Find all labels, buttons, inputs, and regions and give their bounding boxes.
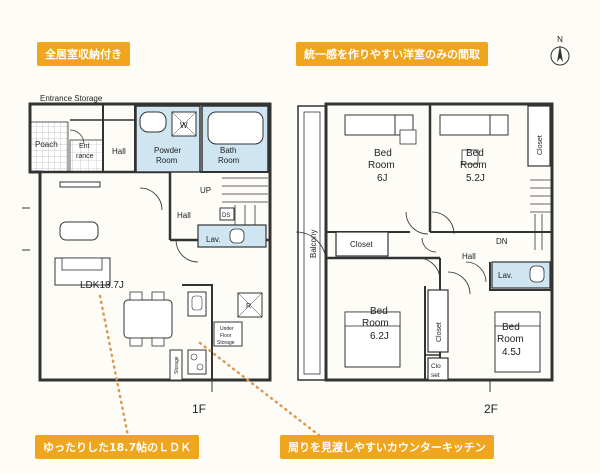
room-label-ufs-1: Under bbox=[220, 326, 234, 332]
room-label-entrance-2: rance bbox=[76, 153, 94, 160]
bed4-label-2: Room bbox=[497, 334, 524, 345]
closet-left-label: Closet bbox=[350, 240, 373, 249]
bed3-label-1: Bed bbox=[370, 306, 388, 317]
stairs-down-label: DN bbox=[496, 237, 508, 246]
room-label-ufs-2: Floor bbox=[220, 333, 232, 339]
closet-top-label: Closet bbox=[537, 135, 544, 155]
room-label-ldk: LDK18.7J bbox=[80, 280, 124, 291]
bed4-label-1: Bed bbox=[502, 322, 520, 333]
svg-text:N: N bbox=[557, 35, 563, 44]
room-label-entrance-storage: Entrance Storage bbox=[40, 94, 103, 103]
bed1-label-3: 6J bbox=[377, 173, 388, 184]
room-label-powder-2: Room bbox=[156, 156, 178, 165]
bed2-label-2: Room bbox=[460, 160, 487, 171]
closet-bot-label-1: Clo bbox=[431, 363, 441, 370]
bed1-label-2: Room bbox=[368, 160, 395, 171]
room-label-hall-top: Hall bbox=[112, 147, 126, 156]
callout-ldk: ゆったりした18.7帖のＬＤＫ bbox=[35, 435, 200, 459]
room-label-ds: DS bbox=[222, 213, 230, 219]
room-label-entrance-1: Ent bbox=[79, 143, 90, 150]
bed3-label-2: Room bbox=[362, 318, 389, 329]
hall-label-2f: Hall bbox=[462, 252, 476, 261]
heading-western-rooms: 統一感を作りやすい洋室のみの間取 bbox=[296, 42, 488, 66]
north-compass-icon: N bbox=[550, 35, 570, 66]
closet-mid-label: Closet bbox=[436, 322, 443, 342]
floor-2-label: 2F bbox=[484, 402, 498, 416]
room-label-ufs-3: Storage bbox=[217, 340, 235, 346]
room-label-powder-1: Powder bbox=[154, 146, 181, 155]
closet-bot-label-2: set bbox=[431, 372, 440, 379]
room-label-hall-mid: Hall bbox=[177, 211, 191, 220]
room-label-bath-2: Room bbox=[218, 156, 240, 165]
balcony-label: Balcony bbox=[309, 230, 318, 258]
room-label-washer: W bbox=[180, 121, 188, 130]
room-label-storage: Storage bbox=[174, 356, 180, 374]
bed2-label-3: 5.2J bbox=[466, 173, 485, 184]
callout-lines bbox=[98, 294, 322, 438]
bed1-label-1: Bed bbox=[374, 148, 392, 159]
callout-kitchen: 周りを見渡しやすいカウンターキッチン bbox=[280, 435, 494, 459]
heading-storage: 全居室収納付き bbox=[37, 42, 130, 66]
room-label-fridge: R bbox=[246, 303, 251, 310]
room-label-lav: Lav. bbox=[206, 235, 221, 244]
floor-1-plan bbox=[22, 102, 272, 392]
stairs-up-label: UP bbox=[200, 186, 211, 195]
bed2-label-1: Bed bbox=[466, 148, 484, 159]
floor-2-plan bbox=[295, 102, 554, 392]
lav-label-2f: Lav. bbox=[498, 271, 513, 280]
room-label-poach: Poach bbox=[35, 140, 58, 149]
room-label-bath-1: Bath bbox=[220, 146, 236, 155]
floor-1-label: 1F bbox=[192, 402, 206, 416]
bed4-label-3: 4.5J bbox=[502, 347, 521, 358]
bed3-label-3: 6.2J bbox=[370, 331, 389, 342]
